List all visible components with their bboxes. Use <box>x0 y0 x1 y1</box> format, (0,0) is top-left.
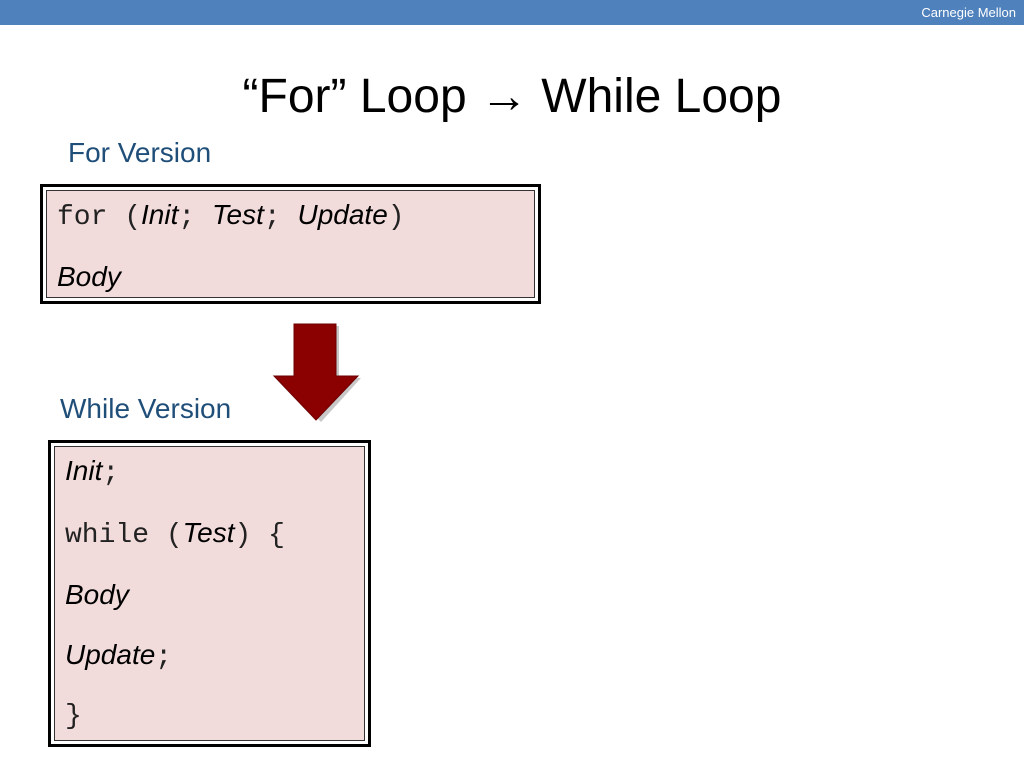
right-arrow-icon: → <box>479 70 528 123</box>
header-bar: Carnegie Mellon <box>0 0 1024 25</box>
while-line-1: Init; <box>65 455 119 489</box>
down-arrow-icon <box>272 323 361 422</box>
while-line-3: Body <box>65 579 129 611</box>
for-version-label: For Version <box>68 137 212 168</box>
for-keyword: for ( <box>57 202 142 233</box>
org-name: Carnegie Mellon <box>921 5 1016 20</box>
while-keyword: while ( <box>65 520 183 551</box>
for-semi-1: ; <box>178 202 212 233</box>
for-init: Init <box>141 199 179 230</box>
while-code-box-inner: Init; while (Test) { Body Update; } <box>54 446 365 741</box>
while-body: Body <box>65 579 129 610</box>
while-update: Update <box>65 639 156 670</box>
slide-title: “For” Loop → While Loop <box>0 62 1024 132</box>
while-init-semi: ; <box>102 458 120 489</box>
for-body: Body <box>57 261 121 292</box>
for-update: Update <box>297 199 388 230</box>
for-line-2: Body <box>57 261 121 293</box>
while-update-semi: ; <box>155 642 173 673</box>
title-left: “For” Loop <box>242 70 480 123</box>
while-line-4: Update; <box>65 639 172 673</box>
while-test: Test <box>182 517 235 548</box>
for-code-box: for (Init; Test; Update) Body <box>40 184 541 304</box>
while-line-2: while (Test) { <box>65 517 285 551</box>
down-arrow-shape <box>272 323 360 421</box>
for-code-box-inner: for (Init; Test; Update) Body <box>46 190 535 298</box>
for-line-1: for (Init; Test; Update) <box>57 199 405 233</box>
title-right: While Loop <box>527 70 782 123</box>
while-code-box: Init; while (Test) { Body Update; } <box>48 440 371 747</box>
while-init: Init <box>65 455 103 486</box>
while-line-5: } <box>65 701 82 732</box>
for-semi-2: ; <box>263 202 298 233</box>
for-test: Test <box>211 199 264 230</box>
while-version-label: While Version <box>60 393 232 424</box>
for-close-paren: ) <box>387 202 405 233</box>
while-close: ) { <box>234 520 285 551</box>
while-close-brace: } <box>65 701 82 732</box>
